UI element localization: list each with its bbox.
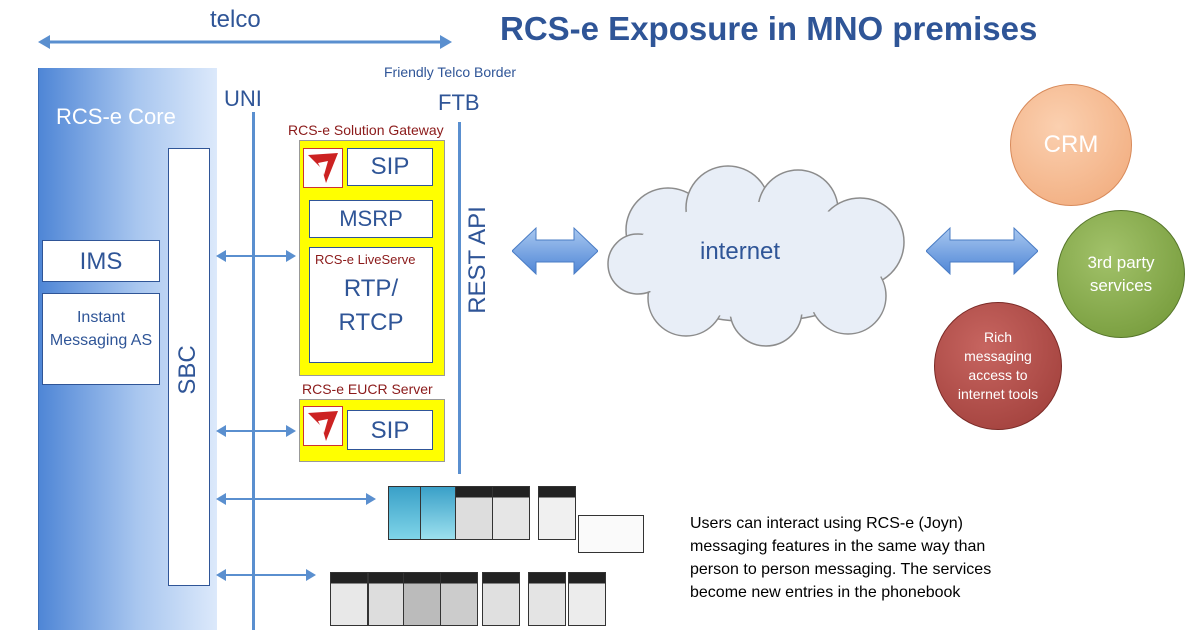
eucr-server-caption: RCS-e EUCR Server bbox=[302, 381, 433, 397]
third-party-circle: 3rd party services bbox=[1057, 210, 1185, 338]
crm-label: CRM bbox=[1043, 131, 1099, 158]
rest-api-label: REST API bbox=[464, 206, 491, 314]
phone-screenshot-icon bbox=[492, 486, 530, 540]
phone-screenshot-icon bbox=[482, 572, 520, 626]
phone-screenshot-icon bbox=[403, 572, 441, 626]
ftb-line bbox=[458, 122, 461, 474]
sbc-label-wrap: SBC bbox=[168, 330, 208, 410]
msrp-box: MSRP bbox=[309, 200, 433, 238]
sbc-label: SBC bbox=[174, 345, 201, 395]
ftb-label: FTB bbox=[438, 90, 480, 115]
sbc-box bbox=[168, 148, 210, 586]
cloud-icon bbox=[607, 165, 905, 347]
internet-label: internet bbox=[700, 238, 781, 265]
phone-screenshot-icon bbox=[538, 486, 576, 540]
phone-screenshot-icon bbox=[440, 572, 478, 626]
phone-screenshot-icon bbox=[568, 572, 606, 626]
liveserve-caption: RCS-e LiveServe bbox=[315, 252, 416, 267]
uni-label: UNI bbox=[224, 86, 262, 111]
instant-messaging-as-box: Instant Messaging AS bbox=[42, 293, 160, 385]
ims-box: IMS bbox=[42, 240, 160, 282]
solution-gateway-caption: RCS-e Solution Gateway bbox=[288, 122, 444, 138]
third-party-label: 3rd party services bbox=[1087, 253, 1155, 295]
friendly-telco-border-caption: Friendly Telco Border bbox=[384, 64, 517, 80]
double-arrow-icon bbox=[216, 425, 296, 437]
phone-screenshot-icon bbox=[528, 572, 566, 626]
explanatory-note: Users can interact using RCS-e (Joyn) me… bbox=[690, 515, 992, 601]
rich-messaging-circle: Rich messaging access to internet tools bbox=[934, 302, 1062, 430]
crm-circle: CRM bbox=[1010, 84, 1132, 206]
telco-label: telco bbox=[210, 6, 261, 33]
double-arrow-icon bbox=[216, 569, 316, 581]
rich-messaging-label: Rich messaging access to internet tools bbox=[957, 329, 1039, 402]
eucr-sip-box: SIP bbox=[347, 410, 433, 450]
uni-line bbox=[252, 112, 255, 630]
gateway-logo-icon bbox=[303, 406, 343, 446]
rcs-core-label: RCS-e Core bbox=[56, 104, 176, 129]
rest-api-wrap: REST API bbox=[448, 200, 508, 320]
double-arrow-icon bbox=[512, 226, 598, 276]
diagram-title: RCS-e Exposure in MNO premises bbox=[500, 10, 1038, 47]
phone-screenshot-icon bbox=[455, 486, 493, 540]
phone-screenshot-icon bbox=[578, 515, 644, 553]
telco-span-arrow-icon bbox=[38, 35, 452, 49]
gateway-logo-icon bbox=[303, 148, 343, 188]
double-arrow-icon bbox=[216, 493, 376, 505]
phone-screenshot-icon bbox=[330, 572, 368, 626]
phone-screenshot-icon bbox=[368, 572, 406, 626]
double-arrow-icon bbox=[926, 226, 1038, 276]
phone-screenshot-icon bbox=[420, 486, 458, 540]
double-arrow-icon bbox=[216, 250, 296, 262]
gateway-sip-box: SIP bbox=[347, 148, 433, 186]
liveserve-box: RTP/ RTCP bbox=[309, 247, 433, 363]
